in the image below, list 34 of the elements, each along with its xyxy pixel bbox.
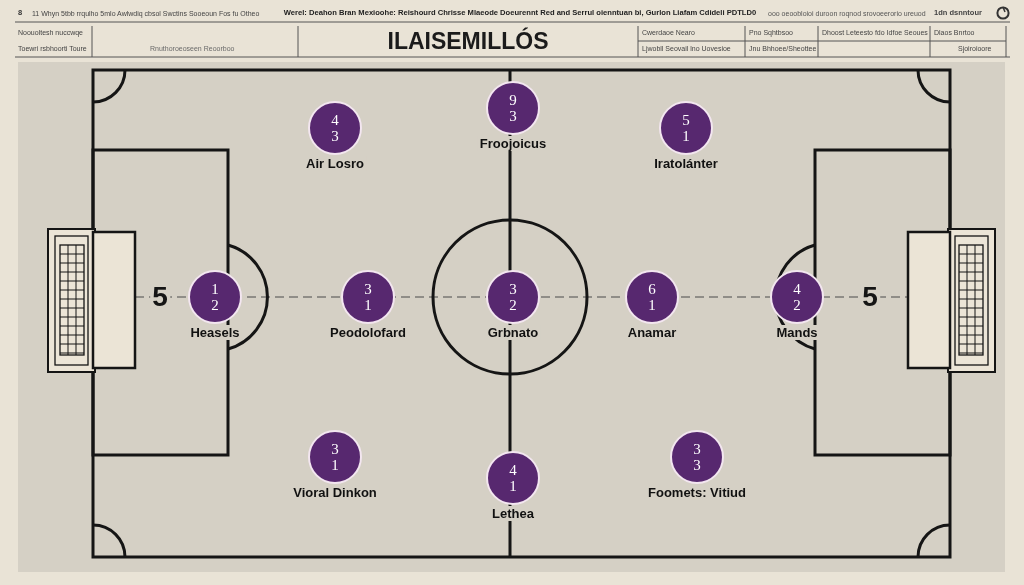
player-number: 2 xyxy=(793,297,801,313)
player-name: Anamar xyxy=(625,325,679,340)
player-number: 1 xyxy=(331,457,339,473)
player-name: Air Losro xyxy=(304,156,366,171)
player-number: 2 xyxy=(509,297,517,313)
player-name: Lethea xyxy=(490,506,536,521)
player-number: 3 xyxy=(331,128,339,144)
player-number: 9 xyxy=(509,92,517,108)
player-name: Mands xyxy=(774,325,820,340)
player-number: 3 xyxy=(509,108,517,124)
player-number: 3 xyxy=(693,457,701,473)
player-number: 2 xyxy=(211,297,219,313)
player-number: 1 xyxy=(648,297,656,313)
player-number: 4 xyxy=(509,462,517,478)
player-number: 1 xyxy=(211,281,219,297)
player-name: Peodolofard xyxy=(328,325,408,340)
player-name: Iratolánter xyxy=(652,156,720,171)
player-number: 1 xyxy=(364,297,372,313)
player-name: Heasels xyxy=(188,325,242,340)
page-title: ILAISEMILLÓS xyxy=(387,27,549,55)
player-number: 1 xyxy=(682,128,690,144)
player-number: 5 xyxy=(682,112,690,128)
player-number: 4 xyxy=(793,281,801,297)
player-number: 3 xyxy=(364,281,372,297)
player-name: Vioral Dinkon xyxy=(291,485,379,500)
player-number: 3 xyxy=(509,281,517,297)
player-number: 3 xyxy=(693,441,701,457)
player-number: 6 xyxy=(648,281,656,297)
player-number: 1 xyxy=(509,478,517,494)
player-name: Grbnato xyxy=(485,325,541,340)
player-name: Froojoicus xyxy=(477,136,549,151)
player-number: 4 xyxy=(331,112,339,128)
player-name: Foomets: Vitiud xyxy=(646,485,748,500)
player-number: 3 xyxy=(331,441,339,457)
